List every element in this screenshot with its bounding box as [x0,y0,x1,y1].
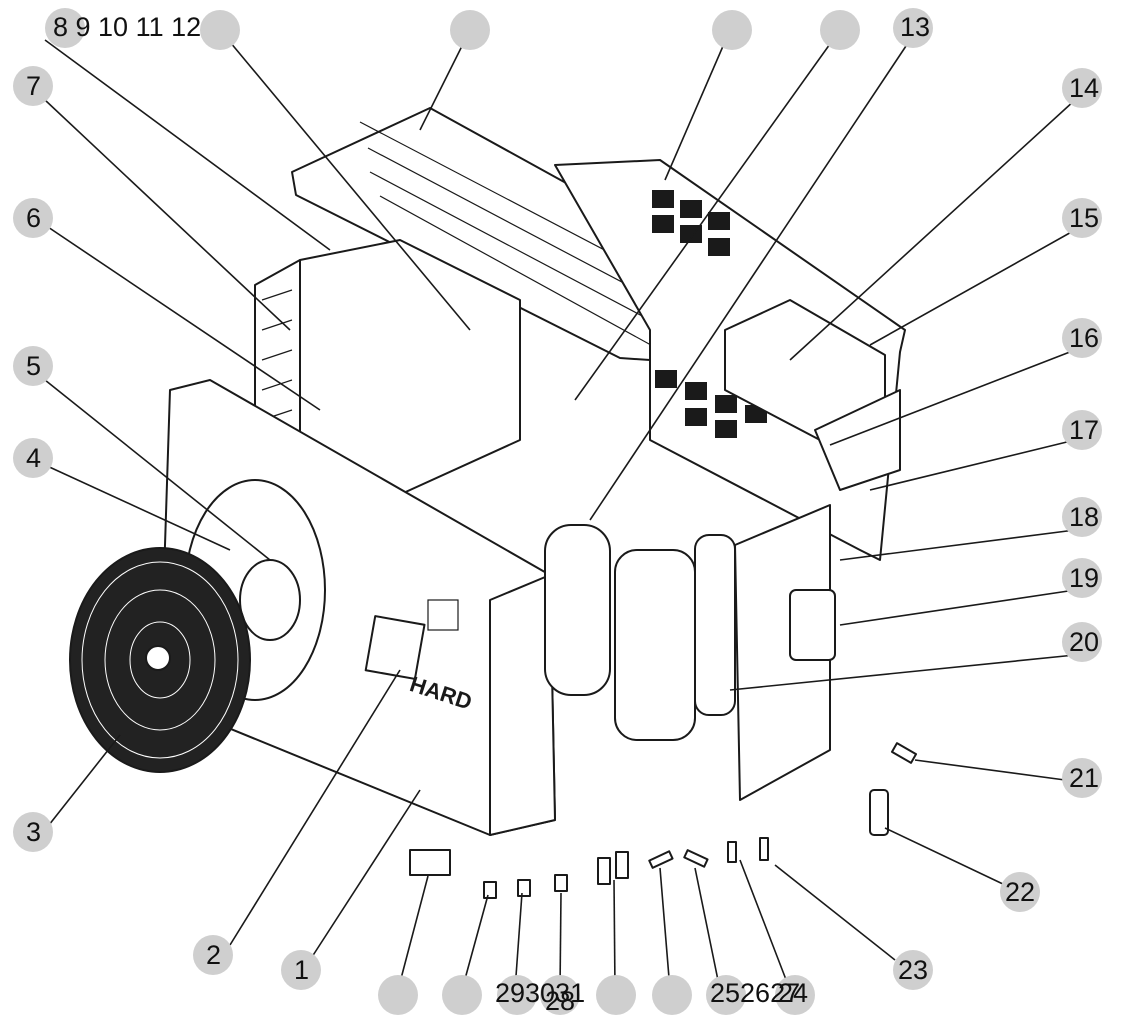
callout-number-24: 24 [778,978,809,1008]
callout-number-25-27: 252627 [710,978,801,1008]
callout-badge [820,10,860,50]
callout-badge [1062,497,1102,537]
callout-badge [497,975,537,1015]
callout-number-20: 20 [1069,627,1100,657]
callout-badge [13,198,53,238]
callout-number-18: 18 [1069,502,1100,532]
callout-badge [378,975,418,1015]
callout-badge [712,10,752,50]
callout-badge [13,812,53,852]
callout-badge [200,10,240,50]
callout-badge [706,975,746,1015]
callout-number-16: 16 [1069,323,1100,353]
callout-number-17: 17 [1069,415,1100,445]
callout-number-13: 13 [900,12,931,42]
callout-badge [1062,410,1102,450]
callout-badge [13,438,53,478]
callout-number-3: 3 [26,817,42,847]
callout-badge [540,975,580,1015]
callout-badge [442,975,482,1015]
callout-badge [652,975,692,1015]
fan-guard [69,547,251,773]
callout-badge [1062,558,1102,598]
callout-number-7: 7 [26,71,42,101]
callout-number-22: 22 [1005,877,1036,907]
callout-number-29-31: 293031 [495,978,586,1008]
callout-number-1: 1 [294,955,310,985]
callout-badge [596,975,636,1015]
callout-number-21: 21 [1069,763,1100,793]
callout-badge [13,66,53,106]
callout-badge [1062,758,1102,798]
callout-number-28: 28 [545,986,576,1015]
callout-badge [13,346,53,386]
leader-lines [44,29,1076,991]
callout-number-23: 23 [898,955,929,985]
callout-number-2: 2 [206,940,222,970]
callout-badge [281,950,321,990]
callout-badge [1062,68,1102,108]
compressor-group [544,524,736,741]
callout-number-19: 19 [1069,563,1100,593]
callout-badge [1062,318,1102,358]
callout-badge [1000,872,1040,912]
callout-number-14: 14 [1069,73,1100,103]
callout-badge [193,935,233,975]
callout-number-8-12: 8 9 10 11 12 [53,12,202,42]
callout-number-5: 5 [26,351,42,381]
right-door-panel [734,504,836,801]
callout-number-6: 6 [26,203,42,233]
callout-badge [45,8,85,48]
loose-parts [409,742,918,899]
callout-number-15: 15 [1069,203,1100,233]
callout-number-4: 4 [26,443,42,473]
callout-badge [450,10,490,50]
callout-badge [1062,198,1102,238]
callout-badge [893,950,933,990]
callout-badge [775,975,815,1015]
callout-badge [1062,622,1102,662]
callout-badge [893,8,933,48]
electric-box [724,299,901,491]
